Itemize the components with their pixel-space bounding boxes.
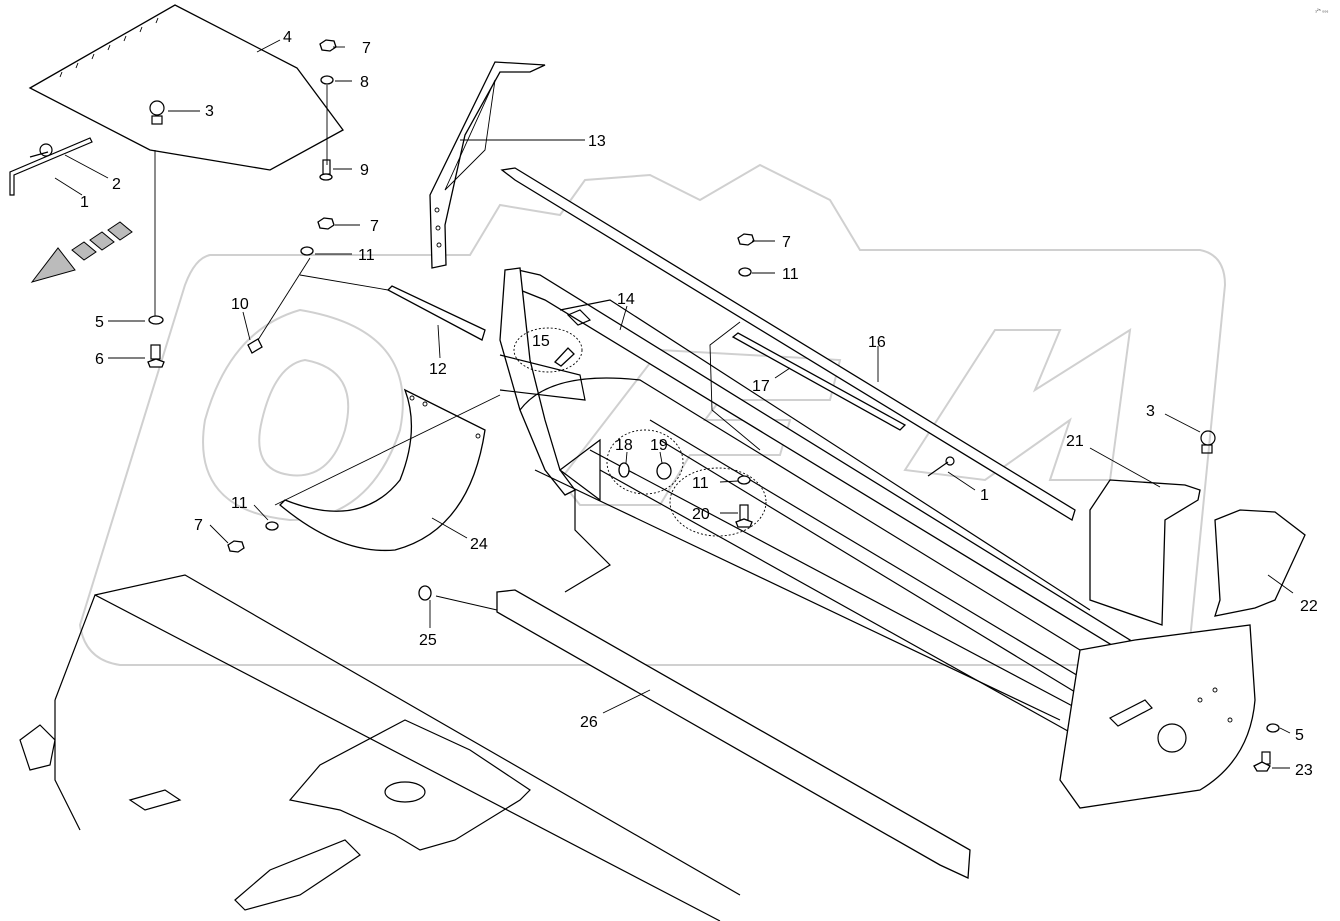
callout-c25: 25: [419, 632, 437, 649]
hardware-pin-1-right: [927, 456, 955, 477]
callout-c10: 10: [231, 296, 249, 313]
callout-c2: 2: [112, 176, 121, 193]
part-4-cover-sheet: [28, 4, 344, 318]
end-plate: [1059, 624, 1256, 809]
callout-c7b: 7: [370, 218, 379, 235]
hardware-bolt-10: [247, 338, 263, 354]
callout-c7c: 7: [782, 234, 791, 251]
callout-c3b: 3: [1146, 403, 1155, 420]
part-24-curved-plate: [274, 388, 501, 552]
callout-c5a: 5: [95, 314, 104, 331]
hardware-nut-7-top: [319, 39, 337, 52]
callout-c8: 8: [360, 74, 369, 91]
hardware-washer-8: [320, 75, 334, 165]
callout-c21: 21: [1066, 433, 1084, 450]
callout-c16: 16: [868, 334, 886, 351]
watermark-logo: [78, 163, 1227, 666]
callout-c17: 17: [752, 378, 770, 395]
hardware-bolt-25: [418, 585, 432, 601]
callout-c26: 26: [580, 714, 598, 731]
main-trough-assembly: [499, 267, 1132, 736]
callout-c22: 22: [1300, 598, 1318, 615]
callout-c1a: 1: [80, 194, 89, 211]
callout-c23: 23: [1295, 762, 1313, 779]
callout-c24: 24: [470, 536, 488, 553]
hardware-bolt-15: [513, 327, 583, 373]
leader-lines: [54, 39, 1294, 769]
part-12-bar: [299, 274, 486, 341]
callout-c4: 4: [283, 29, 292, 46]
callout-c11c: 11: [692, 475, 709, 492]
part-13-bracket: [429, 61, 546, 269]
hardware-nut-7-lower: [227, 540, 245, 553]
callout-c3a: 3: [205, 103, 214, 120]
callout-labels: 1 2 3 4 5 6 7 8 9 7 11 10 12 13 14 15 7 …: [80, 8, 1328, 779]
callout-c12: 12: [429, 361, 447, 378]
callout-c9: 9: [360, 162, 369, 179]
drawing-code: ₃²⁵ ₀₀₆: [1315, 8, 1328, 14]
part-2-rod: [9, 137, 93, 196]
callout-c7a: 7: [362, 40, 371, 57]
part-16-long-strip: [500, 167, 1076, 521]
direction-arrow-icon: [30, 221, 133, 283]
callout-c19: 19: [650, 437, 668, 454]
part-21-panel: [1089, 479, 1201, 626]
hardware-eyebolt-3: [149, 100, 165, 125]
hardware-eyebolt-3-right: [1200, 430, 1216, 454]
callout-c1b: 1: [980, 487, 989, 504]
callout-c11a: 11: [358, 247, 375, 264]
callout-c20: 20: [692, 506, 710, 523]
hardware-11-20-group: [669, 467, 767, 537]
hardware-washer-11-right: [738, 267, 752, 277]
hardware-18-19-group: [606, 429, 684, 495]
part-1-pin-left: [29, 143, 53, 158]
callout-c13: 13: [588, 133, 606, 150]
hardware-washer-11-lower: [265, 521, 279, 531]
hardware-bolt-23: [1253, 751, 1271, 772]
hardware-washer-5-left: [148, 315, 164, 325]
hardware-bolt-6: [147, 344, 165, 368]
callout-c6: 6: [95, 351, 104, 368]
callout-c14: 14: [617, 291, 635, 308]
hardware-washer-11-mid: [257, 246, 314, 341]
part-22-cover: [1214, 509, 1306, 617]
callout-c18: 18: [615, 437, 633, 454]
hardware-bolt-9: [319, 159, 333, 181]
part-17-strip: [731, 332, 907, 431]
header-frame-background: [19, 574, 741, 921]
hardware-nut-7-mid: [317, 217, 335, 230]
callout-c11d: 11: [231, 495, 248, 512]
callout-c5b: 5: [1295, 727, 1304, 744]
part-26-strip: [435, 589, 971, 879]
callout-c15: 15: [532, 333, 550, 350]
hardware-nut-7-right: [737, 233, 755, 246]
callout-c11b: 11: [782, 266, 799, 283]
hardware-washer-5-right: [1266, 723, 1280, 733]
callout-c7d: 7: [194, 517, 203, 534]
